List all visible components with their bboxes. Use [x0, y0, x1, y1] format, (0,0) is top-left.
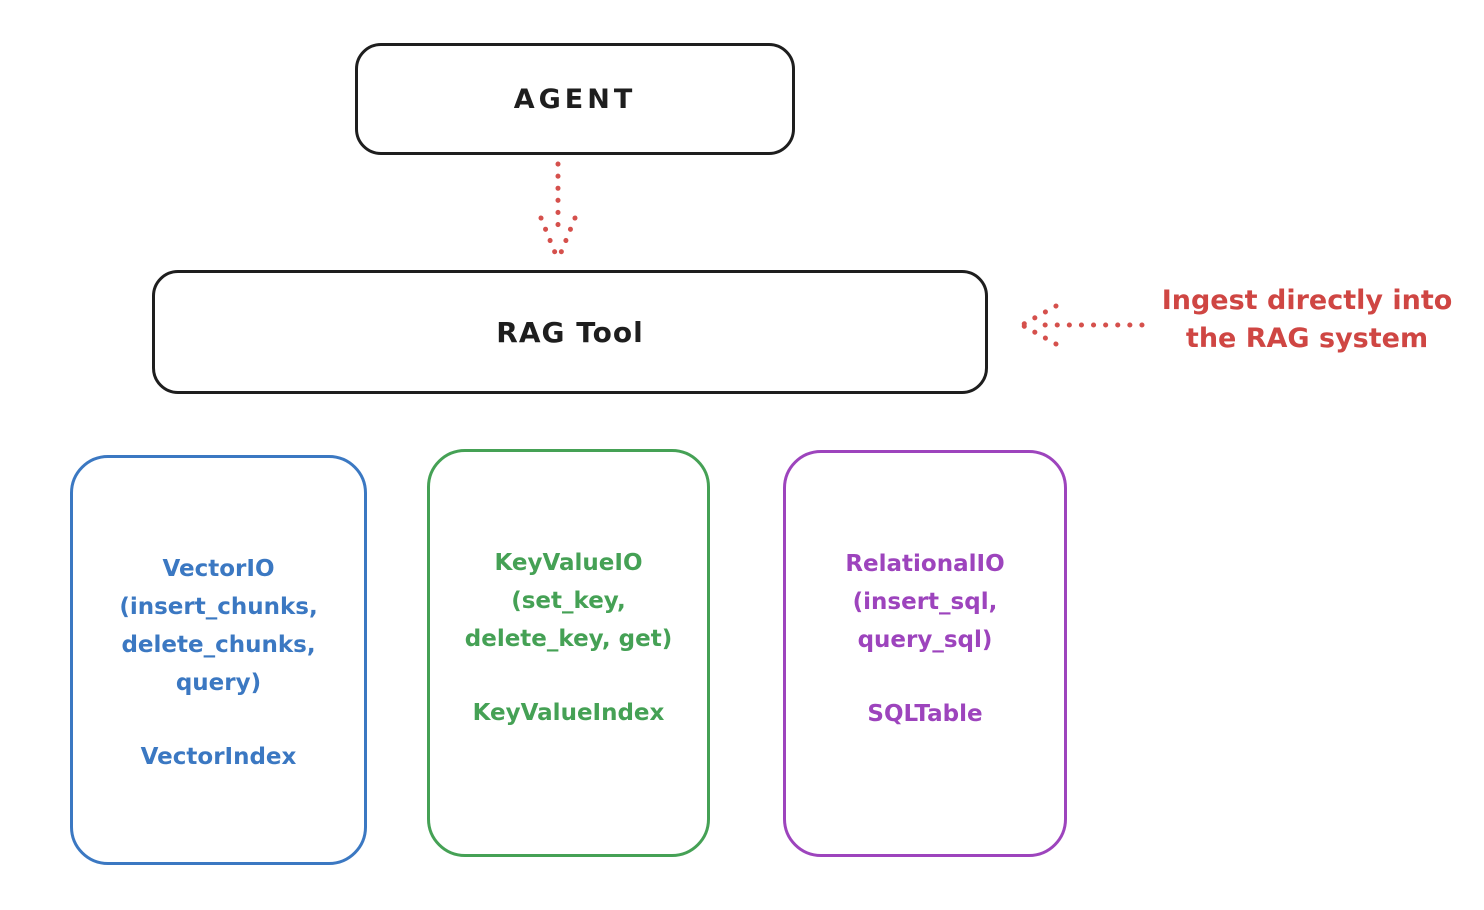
ingest-annotation-line1: Ingest directly into — [1161, 285, 1453, 316]
vector-io-title: VectorIO — [162, 556, 275, 582]
vector-io-methods-line3: query) — [175, 670, 262, 696]
ingest-annotation: Ingest directly into the RAG system — [1130, 282, 1484, 358]
relational-io-methods-line1: (insert_sql, — [852, 589, 998, 615]
keyvalue-io-title: KeyValueIO — [494, 550, 643, 576]
ingest-arrow-icon — [1019, 303, 1145, 347]
sql-table-label: SQLTable — [867, 701, 983, 727]
relational-io-title: RelationalIO — [845, 551, 1005, 577]
vector-io-methods-line2: delete_chunks, — [121, 632, 316, 658]
relational-io-methods-line2: query_sql) — [857, 627, 993, 653]
agent-to-ragtool-arrow-icon — [538, 161, 578, 263]
agent-node-label: AGENT — [513, 83, 637, 115]
relational-io-node: RelationalIO (insert_sql, query_sql) SQL… — [783, 450, 1067, 857]
vector-io-node: VectorIO (insert_chunks, delete_chunks, … — [70, 455, 367, 865]
agent-node: AGENT — [355, 43, 795, 155]
vector-index-label: VectorIndex — [140, 744, 297, 770]
rag-tool-node: RAG Tool — [152, 270, 988, 394]
keyvalue-io-methods-line2: delete_key, get) — [464, 626, 673, 652]
keyvalue-io-node: KeyValueIO (set_key, delete_key, get) Ke… — [427, 449, 710, 857]
keyvalue-index-label: KeyValueIndex — [472, 700, 665, 726]
ingest-annotation-line2: the RAG system — [1185, 323, 1429, 354]
rag-tool-node-label: RAG Tool — [496, 315, 644, 349]
vector-io-methods-line1: (insert_chunks, — [119, 594, 318, 620]
keyvalue-io-methods-line1: (set_key, — [511, 588, 626, 614]
